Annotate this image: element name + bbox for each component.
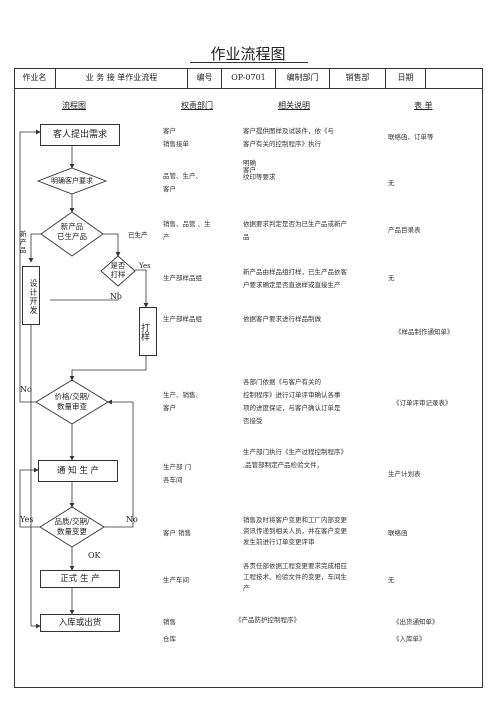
row2-desc: 明确 客户 纹印等要求 [243,159,276,181]
label-no-change: No [126,515,138,524]
node-customer-request[interactable]: 客人提出需求 [40,124,120,146]
node-sample-line2: 打样 [110,270,126,279]
diamond-clarify [36,167,108,195]
label-ok: OK [88,551,101,560]
row8-dept: 客户 销售 [163,529,192,537]
row7-desc: 生产部门执行《生产过程控制程序》 ,品管部制定产品检验文件， [243,448,347,469]
date-label: 日期 [386,68,426,88]
label-existing: 已生产 [128,231,148,239]
row9-dept: 生产车间 [163,576,189,584]
row6-dept: 生产、销售、 客户 [163,391,202,412]
column-form: 表 单 [414,101,433,110]
node-review-line2: 数量审查 [57,402,87,411]
node-store-ship[interactable]: 入库或出货 [40,614,120,632]
node-sample-decision[interactable]: 是否 打样 [104,261,132,279]
node-review[interactable]: 价格/交期/ 数量审查 [40,392,104,412]
row7-dept: 生产部 门 各车间 [163,463,192,484]
node-design-dev[interactable]: 设计开发 [22,266,40,325]
row8-desc: 销售及时将客户变更和工厂内部变更 资讯传递到相关人员，并在客户变更 发生前进行订… [243,516,347,546]
dept-label: 编制部门 [276,68,330,88]
row4-dept: 生产部样品组 [163,274,202,282]
node-review-line1: 价格/交期/ [54,392,90,401]
row3-form: 产品目录表 [388,226,421,234]
column-flow: 流程图 [62,101,86,110]
row10-dept: 销售 仓库 [163,618,176,643]
row8-form: 联络函 [388,529,408,537]
row6-form: 《订单评审记录表》 [393,399,452,407]
row4-form: 无 [388,274,395,282]
node-formal-production[interactable]: 正式 生 产 [40,570,120,588]
node-new-product[interactable]: 新产品 已生产品 [48,222,96,242]
row5-desc: 依据客户要求进行样品制做 [243,315,321,323]
node-make-sample[interactable]: 打样 [139,307,157,356]
row5-dept: 生产部样品组 [163,315,202,323]
label-no-review: No [20,385,32,394]
row1-desc: 客户提供图样及试装件，依《与 客户有关的控制程序》执行 [243,127,334,148]
name-value: 业 务 接 单作业流程 [56,68,188,88]
row2-dept: 品管、生产、 客户 [163,172,202,193]
label-no-sample: No [110,292,122,301]
node-clarify[interactable]: 明确客户要求 [51,177,93,185]
row4-desc: 新产品由样品组打样，已生产品依客 户要求确定是否直送样或直接生产 [243,268,347,289]
row6-desc: 各部门依据《与客户有关的 控制程序》进行订单评审确认各事 项的进度保证，与客户确… [243,378,341,425]
label-yes-sample: Yes [139,262,151,270]
node-sample-line1: 是否 [110,261,126,270]
node-new-product-line2: 已生产品 [57,232,87,241]
diamond-review [35,379,109,425]
row10-form: 《出货通知单》 《入库单》 [393,618,439,643]
node-change-line1: 品质/交期/ [54,517,90,526]
node-notify-production[interactable]: 通 知 生 产 [38,460,118,482]
row5-form: 《样品制作通知单》 [395,328,454,336]
row3-dept: 销售、品管 、生 产 [163,220,211,241]
row1-dept: 客户 销售接单 [163,127,189,148]
row9-desc: 各责任部依据工程变更要求完成相应 工程技术、检验文件的变更，车间生 产 [243,562,347,592]
row9-form: 无 [388,576,395,584]
row3-desc: 依据要求判定是否为已生产品或新产 品 [243,220,347,241]
diamond-sample [100,255,136,287]
title-underline [190,62,308,63]
dept-value: 销售部 [330,68,386,88]
name-label: 作业名 [14,68,56,88]
diamond-change [39,506,105,548]
node-change[interactable]: 品质/交期/ 数量变更 [44,517,100,537]
node-change-line2: 数量变更 [57,527,87,536]
diamond-new-product [40,211,104,257]
row2-form: 无 [388,179,395,187]
page-title: 作业流程图 [210,45,286,63]
row7-form: 生产计划表 [388,470,421,478]
label-new-product: 新产品 [20,230,27,254]
code-value: OP-0701 [222,68,276,88]
column-desc: 相关说明 [278,101,310,110]
form-frame [14,68,483,688]
header-row: 作业名 业 务 接 单作业流程 编号 OP-0701 编制部门 销售部 日期 [14,68,483,89]
node-new-product-line1: 新产品 [60,222,84,231]
label-yes-change: Yes [20,515,34,524]
column-dept: 权责部门 [181,101,213,110]
row1-form: 联络函、订单等 [388,133,434,141]
code-label: 编号 [188,68,222,88]
row10-desc: 《产品防护控制程序》 [235,616,300,624]
